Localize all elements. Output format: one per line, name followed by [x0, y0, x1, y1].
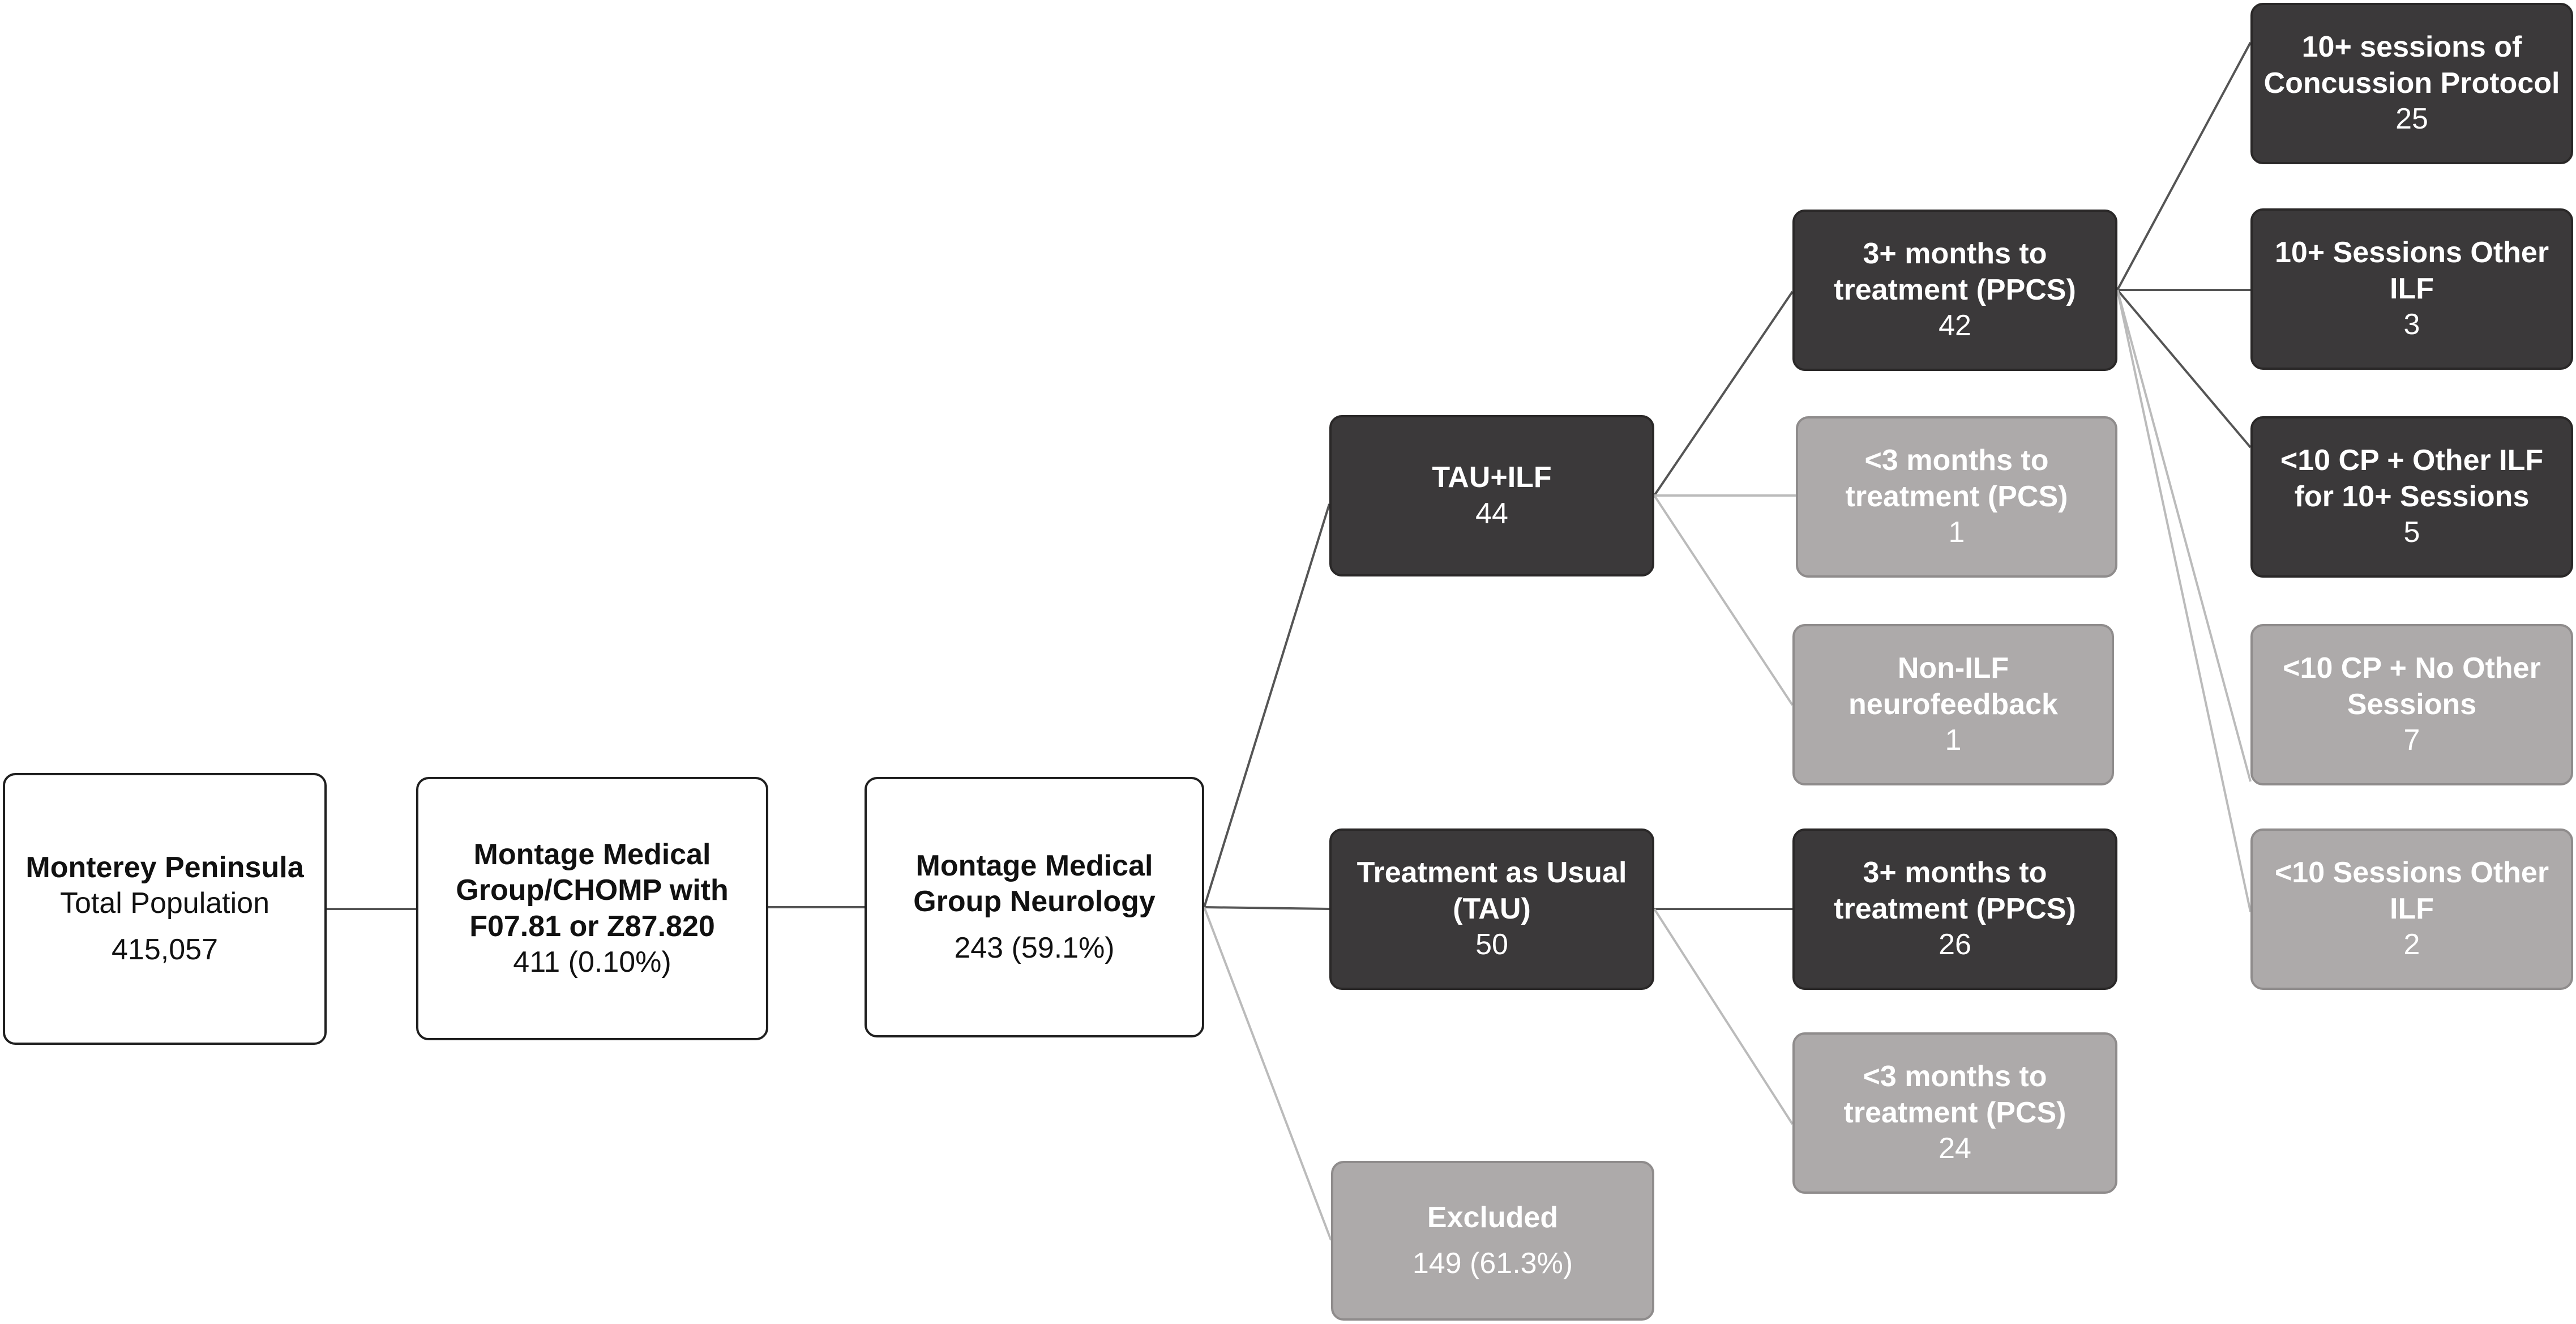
neurology-box: Montage Medical Group Neurology 243 (59.… [865, 777, 1204, 1037]
cp10-title: 10+ sessions of Concussion Protocol [2263, 31, 2560, 100]
ilf-ppcs-title: 3+ months to treatment (PPCS) [1834, 237, 2076, 306]
ilf-ppcs-box: 3+ months to treatment (PPCS) 42 [1792, 210, 2117, 371]
other10-box: 10+ Sessions Other ILF 3 [2250, 208, 2573, 370]
non-ilf-title: Non-ILF neurofeedback [1848, 652, 2058, 721]
cp-other-title: <10 CP + Other ILF for 10+ Sessions [2280, 444, 2544, 513]
other-lt10-box: <10 Sessions Other ILF 2 [2250, 828, 2573, 990]
ilf-pcs-title: <3 months to treatment (PCS) [1845, 444, 2068, 513]
connector-ppcs-cp-other [2116, 289, 2252, 449]
connector-ppcs-other-lt10 [2116, 289, 2252, 912]
other-lt10-count: 2 [2403, 928, 2420, 962]
population-subtitle: Total Population [59, 887, 270, 920]
tau-ppcs-title: 3+ months to treatment (PPCS) [1834, 856, 2076, 925]
montage-chomp-title: Montage Medical Group/CHOMP with F07.81 … [456, 838, 729, 943]
other-lt10-title: <10 Sessions Other ILF [2274, 856, 2549, 925]
tau-ppcs-count: 26 [1939, 928, 1971, 962]
cp-none-title: <10 CP + No Other Sessions [2283, 652, 2541, 721]
cp-other-box: <10 CP + Other ILF for 10+ Sessions 5 [2250, 416, 2573, 578]
cp10-count: 25 [2395, 102, 2428, 136]
connector-neurology-excluded [1203, 907, 1332, 1241]
connector-ppcs-cp10 [2116, 42, 2252, 291]
population-box: Monterey Peninsula Total Population 415,… [3, 773, 327, 1045]
cp-none-count: 7 [2403, 724, 2420, 757]
connector-tau-tau-pcs [1653, 908, 1794, 1125]
excluded-box: Excluded 149 (61.3%) [1331, 1161, 1654, 1321]
excluded-count: 149 (61.3%) [1412, 1247, 1573, 1280]
non-ilf-box: Non-ILF neurofeedback 1 [1792, 624, 2114, 785]
tau-ilf-count: 44 [1475, 497, 1508, 530]
population-title: Monterey Peninsula [25, 851, 304, 884]
tau-count: 50 [1475, 928, 1508, 962]
tau-box: Treatment as Usual (TAU) 50 [1329, 828, 1654, 990]
connector-ppcs-cp-none [2116, 289, 2252, 782]
neurology-title: Montage Medical Group Neurology [913, 849, 1156, 919]
cp-other-count: 5 [2403, 516, 2420, 549]
montage-chomp-box: Montage Medical Group/CHOMP with F07.81 … [416, 777, 768, 1040]
montage-chomp-count: 411 (0.10%) [513, 945, 671, 979]
connector-neurology-tau [1204, 906, 1330, 910]
tau-ilf-box: TAU+ILF 44 [1329, 415, 1654, 576]
tau-pcs-count: 24 [1939, 1132, 1971, 1165]
cp10-box: 10+ sessions of Concussion Protocol 25 [2250, 3, 2573, 164]
connector-tau-ilf-non-ilf [1653, 494, 1794, 706]
ilf-ppcs-count: 42 [1939, 309, 1971, 343]
ilf-pcs-count: 1 [1948, 516, 1965, 549]
tau-ilf-title: TAU+ILF [1432, 461, 1552, 494]
other10-count: 3 [2403, 308, 2420, 341]
connector-tau-ilf-ppcs [1653, 291, 1794, 497]
population-count: 415,057 [112, 933, 218, 966]
tau-pcs-title: <3 months to treatment (PCS) [1843, 1060, 2066, 1129]
excluded-title: Excluded [1427, 1201, 1559, 1234]
tau-pcs-box: <3 months to treatment (PCS) 24 [1792, 1032, 2117, 1194]
ilf-pcs-box: <3 months to treatment (PCS) 1 [1796, 416, 2117, 578]
tau-ppcs-box: 3+ months to treatment (PPCS) 26 [1792, 828, 2117, 990]
non-ilf-count: 1 [1945, 724, 1962, 757]
tau-title: Treatment as Usual (TAU) [1357, 856, 1627, 925]
other10-title: 10+ Sessions Other ILF [2274, 236, 2549, 305]
connector-neurology-tau-ilf [1203, 503, 1330, 908]
cp-none-box: <10 CP + No Other Sessions 7 [2250, 624, 2573, 785]
neurology-count: 243 (59.1%) [954, 931, 1115, 964]
